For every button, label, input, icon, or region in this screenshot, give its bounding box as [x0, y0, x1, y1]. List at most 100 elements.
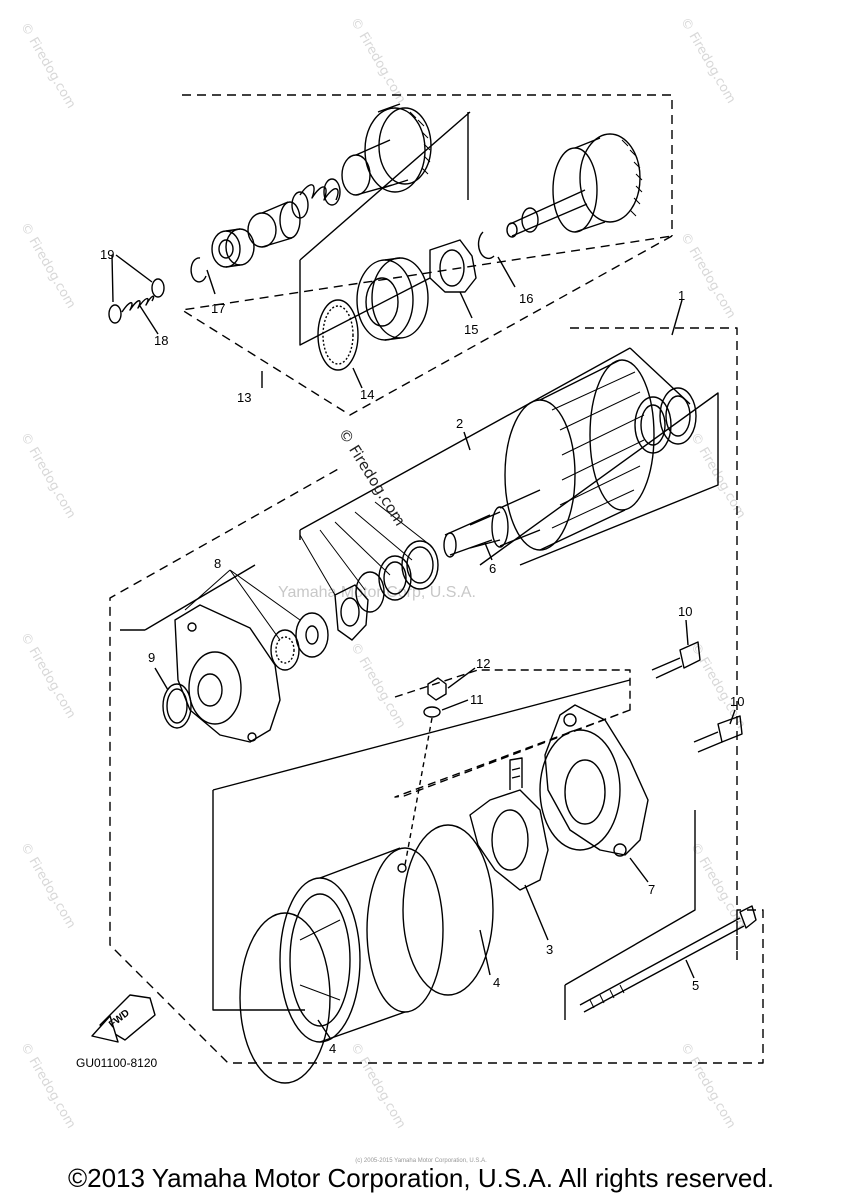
front-cover-hole — [187, 622, 197, 632]
drive-pinion-gear — [364, 107, 426, 193]
callout-10: 10 — [730, 694, 744, 709]
leader-washers — [299, 501, 431, 596]
pinion-sleeve-side — [261, 201, 293, 248]
leader-14 — [352, 367, 363, 389]
callout-16: 16 — [519, 291, 533, 306]
part-16-clip — [477, 231, 495, 260]
part-7-rear-cover-hole — [613, 843, 627, 857]
washer — [634, 396, 672, 454]
leader-19 — [111, 254, 153, 303]
pinion-spring-end — [291, 191, 309, 219]
callout-13: 13 — [237, 390, 251, 405]
part-7-rear-cover-face — [539, 729, 621, 851]
part-8-bearing-needles — [275, 636, 295, 664]
group-11-outline — [394, 669, 631, 798]
part-2-armature-commutator — [589, 359, 655, 511]
part-2-armature-shaft — [469, 489, 541, 549]
leader-4 — [479, 929, 491, 976]
washer-bore — [406, 546, 434, 584]
pinion-sleeve — [247, 212, 277, 248]
group-13-outline — [181, 94, 673, 416]
callout-18: 18 — [154, 333, 168, 348]
part-4-yoke-magnets — [299, 919, 341, 1001]
pinion-shaft-gear-teeth — [621, 139, 643, 217]
pinion-shaft-collar — [521, 207, 539, 233]
callout-1: 1 — [678, 288, 685, 303]
part-9-oring-inner — [166, 688, 188, 724]
callout-15: 15 — [464, 322, 478, 337]
clutch-collar-bore — [218, 239, 234, 259]
part-6-spline-end — [443, 532, 457, 558]
oil-seal-bore — [305, 625, 319, 645]
part-6-spline — [444, 514, 493, 556]
leader-10 — [729, 709, 736, 725]
drive-pinion-gear-back — [378, 107, 432, 185]
washer — [659, 387, 697, 445]
part-2-armature-slots — [551, 371, 645, 529]
clutch-housing-bore — [365, 277, 399, 327]
callout-17: 17 — [211, 301, 225, 316]
part-14-bearing-needles — [322, 305, 354, 365]
part-15-clip-hole — [439, 249, 465, 287]
copyright-footer: ©2013 Yamaha Motor Corporation, U.S.A. A… — [67, 1163, 775, 1193]
callout-14: 14 — [360, 387, 374, 402]
pinion-shaft — [509, 189, 588, 237]
pinion-sleeve-end — [279, 201, 301, 239]
part-4-yoke-hole — [397, 863, 407, 873]
leader-17 — [206, 269, 216, 295]
part-5-bolt-head — [739, 905, 757, 929]
leader-11 — [441, 699, 469, 711]
leader-8 — [184, 569, 301, 641]
lock-washer-hole — [340, 597, 360, 627]
part-7-rear-cover-boss — [564, 759, 606, 825]
tiny-copyright: (c) 2005-2015 Yamaha Motor Corporation, … — [355, 1158, 487, 1164]
frame-14 — [299, 111, 471, 346]
part-17-clip — [190, 257, 207, 283]
pinion-shaft-flange-side — [574, 137, 606, 233]
part-2-armature-core — [504, 399, 576, 551]
leader-15 — [459, 291, 473, 319]
washer-bore — [665, 395, 691, 437]
drive-pinion-gear-edge — [377, 103, 409, 189]
part-19-washer — [151, 278, 165, 298]
oil-seal — [295, 612, 329, 658]
part-4-oring-front — [239, 912, 331, 1084]
part-10-bolt — [651, 657, 683, 679]
part-3-brush-holder-center — [491, 809, 529, 871]
part-19-washer — [108, 304, 122, 324]
frame-9 — [120, 564, 256, 631]
drive-pinion-teeth — [409, 111, 431, 175]
part-11-washer — [423, 706, 441, 718]
leader-9 — [154, 667, 169, 691]
pinion-spring — [299, 184, 339, 201]
callout-7: 7 — [648, 882, 655, 897]
leader-16 — [497, 256, 516, 288]
leader-4 — [317, 1019, 331, 1039]
leader-3 — [524, 884, 549, 941]
leader-12 — [447, 667, 476, 689]
callout-12: 12 — [476, 656, 490, 671]
leader-2 — [463, 431, 471, 451]
pinion-shaft-end — [506, 222, 518, 238]
frame-4 — [212, 679, 631, 1011]
callout-10: 10 — [678, 604, 692, 619]
part-10-bolt-head — [717, 715, 743, 743]
lock-washer — [334, 584, 369, 641]
leader-10 — [685, 619, 689, 646]
part-5-bolt-thread — [589, 984, 625, 1009]
callout-2: 2 — [456, 416, 463, 431]
leader-6 — [484, 542, 493, 561]
ghost-watermark: Yamaha Motor Corp, U.S.A. — [278, 584, 476, 601]
part-4-yoke-front-inner — [289, 893, 351, 1027]
frame-6 — [479, 392, 719, 566]
clutch-collar-back — [225, 228, 255, 266]
part-4-yoke-front — [279, 877, 361, 1043]
part-10-bolt — [693, 731, 723, 753]
part-10-bolt-head — [679, 641, 701, 669]
group-1-outline — [109, 327, 764, 1064]
part-3-terminal — [509, 757, 523, 790]
pinion-shaft-flange — [552, 147, 598, 233]
part-3-terminal-thread — [511, 767, 521, 779]
part-2-armature-side — [539, 359, 626, 551]
part-3-brush-holder — [469, 789, 549, 891]
